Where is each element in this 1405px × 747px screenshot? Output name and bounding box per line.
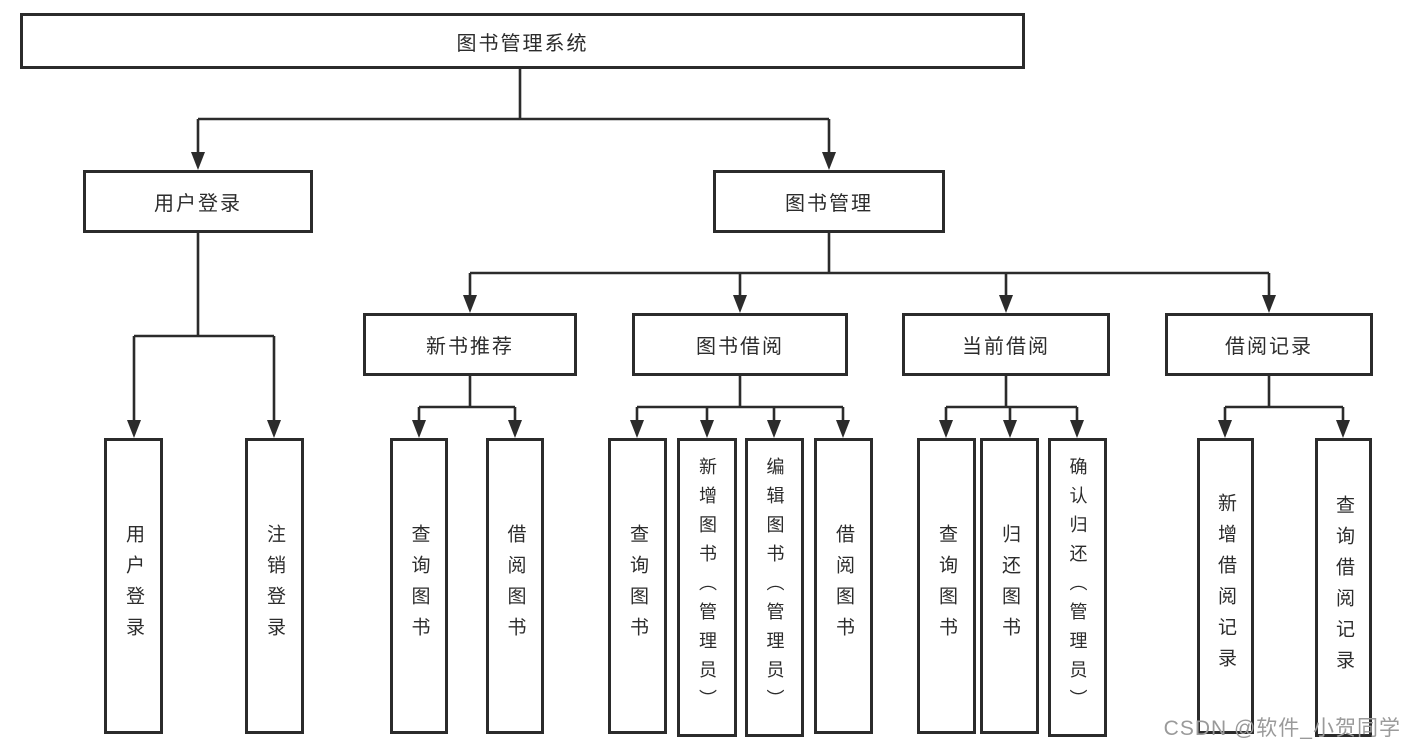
node-label: 借阅记录 xyxy=(1225,336,1313,358)
node-label: 查询图书 xyxy=(408,524,430,648)
leaf-add-borrow-record: 新增借阅记录 xyxy=(1197,438,1254,734)
node-label: 确认归还（管理员） xyxy=(1067,457,1088,718)
node-label: 新增图书（管理员） xyxy=(697,457,717,718)
node-book-borrow: 图书借阅 xyxy=(632,313,848,376)
node-label: 查询借阅记录 xyxy=(1333,494,1354,681)
node-label: 借阅图书 xyxy=(833,524,854,648)
node-book-management: 图书管理 xyxy=(713,170,945,233)
leaf-edit-books-admin: 编辑图书（管理员） xyxy=(745,438,804,737)
node-label: 图书管理系统 xyxy=(456,32,589,55)
node-label: 新增借阅记录 xyxy=(1215,493,1236,679)
leaf-query-books-2: 查询图书 xyxy=(608,438,667,734)
node-system-root: 图书管理系统 xyxy=(20,13,1025,69)
node-label: 借阅图书 xyxy=(504,524,526,648)
node-label: 用户登录 xyxy=(154,193,242,215)
leaf-confirm-return-admin: 确认归还（管理员） xyxy=(1048,438,1107,737)
csdn-watermark: CSDN @软件_小贺同学 xyxy=(1163,717,1401,740)
node-label: 图书管理 xyxy=(785,193,873,215)
leaf-borrow-books-1: 借阅图书 xyxy=(486,438,544,734)
leaf-borrow-books-2: 借阅图书 xyxy=(814,438,873,734)
leaf-query-borrow-record: 查询借阅记录 xyxy=(1315,438,1372,737)
node-label: 查询图书 xyxy=(936,524,957,648)
node-label: 查询图书 xyxy=(627,524,648,648)
node-label: 图书借阅 xyxy=(696,336,784,358)
node-label: 归还图书 xyxy=(999,524,1020,648)
node-borrow-records: 借阅记录 xyxy=(1165,313,1373,376)
arrowheads xyxy=(127,152,1350,438)
leaf-return-books: 归还图书 xyxy=(980,438,1039,734)
node-label: 当前借阅 xyxy=(962,336,1050,358)
node-label: 新书推荐 xyxy=(426,336,514,358)
node-label: 用户登录 xyxy=(123,524,144,648)
leaf-query-books-1: 查询图书 xyxy=(390,438,448,734)
leaf-logout: 注销登录 xyxy=(245,438,304,734)
node-label: 编辑图书（管理员） xyxy=(764,457,785,718)
node-new-book-recommend: 新书推荐 xyxy=(363,313,577,376)
node-current-borrow: 当前借阅 xyxy=(902,313,1110,376)
node-user-login: 用户登录 xyxy=(83,170,313,233)
node-label: 注销登录 xyxy=(264,524,285,648)
leaf-add-books-admin: 新增图书（管理员） xyxy=(677,438,737,737)
leaf-user-login: 用户登录 xyxy=(104,438,163,734)
leaf-query-books-3: 查询图书 xyxy=(917,438,976,734)
